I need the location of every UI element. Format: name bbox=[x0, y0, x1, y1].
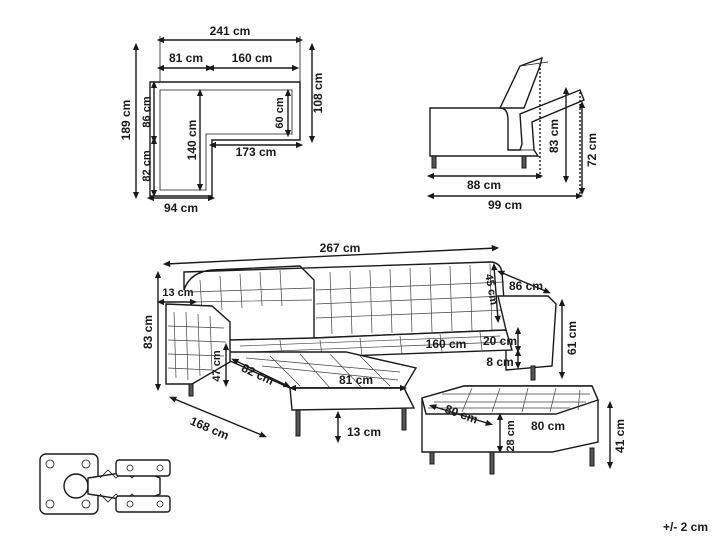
sofa-leg-chaise bbox=[401, 407, 407, 431]
top-seat-length-label: 173 cm bbox=[236, 145, 277, 159]
main-sofa-diagram: 267 cm 13 cm 45 cm 86 cm 83 cm 61 cm 160… bbox=[141, 241, 579, 444]
main-total-depth-label: 168 cm bbox=[188, 414, 231, 443]
sofa-backrest bbox=[183, 261, 507, 339]
side-height-reclined-label: 72 cm bbox=[585, 133, 599, 167]
main-seat-base-label: 8 cm bbox=[486, 355, 513, 369]
ottoman-leg-1 bbox=[429, 451, 435, 465]
side-leg-front bbox=[431, 155, 437, 169]
side-view-diagram: 88 cm 99 cm 83 cm 72 cm bbox=[426, 56, 599, 212]
main-depth-label: 86 cm bbox=[509, 279, 543, 293]
top-chaise-base-label: 94 cm bbox=[164, 201, 198, 215]
ottoman-width-label: 80 cm bbox=[531, 419, 565, 433]
side-depth-upright-label: 88 cm bbox=[467, 178, 501, 192]
top-view-diagram: 241 cm 81 cm 160 cm 189 cm 86 cm 82 cm 1… bbox=[119, 24, 325, 215]
main-back-cushion-label: 45 cm bbox=[482, 273, 499, 306]
top-sofa-inner-label: 160 cm bbox=[232, 51, 273, 65]
main-chaise-width-label: 81 cm bbox=[339, 373, 373, 387]
sofa-left-armrest bbox=[165, 303, 231, 385]
top-chaise-front-label: 82 cm bbox=[141, 150, 153, 181]
main-total-width-label: 267 cm bbox=[320, 241, 361, 255]
mechanism-detail bbox=[39, 453, 171, 515]
ottoman-diagram: 80 cm 80 cm 28 cm 41 cm bbox=[421, 385, 627, 475]
main-seat-width-label: 160 cm bbox=[426, 337, 467, 351]
top-chaise-back-label: 86 cm bbox=[141, 96, 153, 127]
side-depth-reclined-label: 99 cm bbox=[488, 198, 522, 212]
sofa-leg-front bbox=[295, 409, 301, 437]
ottoman-height-label: 41 cm bbox=[613, 419, 627, 453]
main-leg-height-label: 13 cm bbox=[347, 425, 381, 439]
ottoman-cushion-label: 28 cm bbox=[505, 420, 517, 451]
side-leg-back bbox=[521, 155, 527, 169]
mechanism-plate-bottom bbox=[115, 495, 171, 513]
chaise-base bbox=[289, 387, 416, 411]
ottoman-leg-2 bbox=[489, 451, 495, 475]
main-seat-thickness-label: 20 cm bbox=[483, 334, 517, 348]
main-arm-depth-label: 47 cm bbox=[211, 350, 223, 381]
tolerance-note: +/- 2 cm bbox=[662, 520, 708, 534]
mechanism-plate-top bbox=[115, 459, 171, 477]
main-arm-height-label: 61 cm bbox=[565, 321, 579, 355]
top-view-inner bbox=[159, 89, 293, 191]
top-seat-depth-label: 60 cm bbox=[274, 97, 286, 128]
top-width-total-label: 241 cm bbox=[210, 24, 251, 38]
main-height-label: 83 cm bbox=[141, 315, 155, 349]
top-sofa-depth-label: 108 cm bbox=[311, 73, 325, 114]
side-height-upright-label: 83 cm bbox=[547, 119, 561, 153]
sofa-leg-right bbox=[530, 365, 536, 381]
main-armrest-label: 13 cm bbox=[162, 287, 193, 299]
sofa-leg-left bbox=[188, 383, 194, 397]
top-chaise-seat-label: 140 cm bbox=[185, 120, 199, 161]
ottoman-leg-3 bbox=[589, 447, 595, 467]
top-depth-total-label: 189 cm bbox=[119, 100, 133, 141]
side-view-backrest bbox=[498, 56, 543, 109]
top-chaise-width-label: 81 cm bbox=[169, 51, 203, 65]
